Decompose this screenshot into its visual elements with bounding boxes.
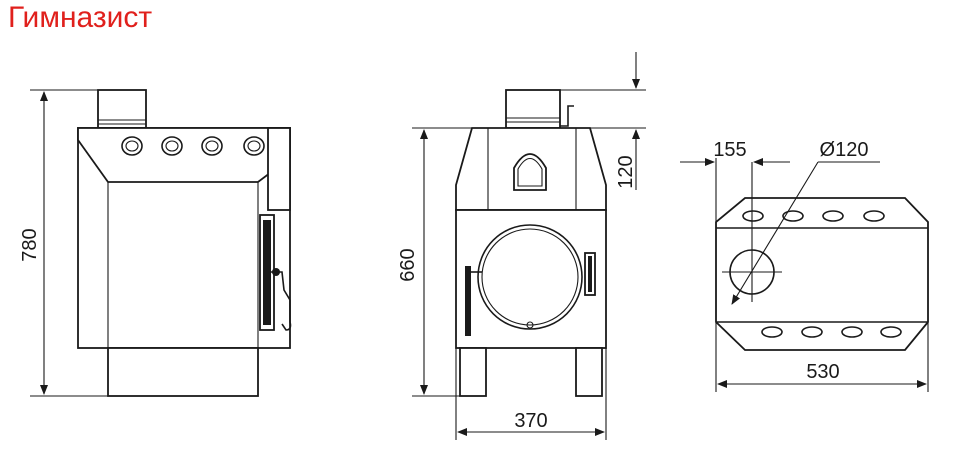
front-leg-right — [575, 347, 603, 397]
side-chimney — [97, 89, 147, 129]
product-title: Гимназист — [8, 1, 153, 34]
top-outline — [715, 197, 929, 351]
side-ash-box — [107, 347, 259, 397]
front-leg-left — [459, 347, 487, 397]
dim-top-width: 530 — [806, 361, 839, 383]
side-door-handle — [270, 271, 292, 331]
dim-front-top: 120 — [615, 155, 637, 188]
top-view — [680, 158, 929, 392]
dim-front-width: 370 — [514, 410, 547, 432]
front-view — [412, 52, 646, 440]
top-burners-lower — [761, 326, 902, 338]
side-view — [30, 89, 292, 397]
front-chimney-valve — [560, 105, 574, 127]
dim-side-height: 780 — [19, 228, 41, 261]
dim-top-diameter: Ø120 — [820, 139, 869, 161]
top-burners-upper — [742, 210, 885, 222]
side-burners — [121, 136, 265, 156]
front-door — [477, 224, 583, 330]
dim-front-height: 660 — [397, 248, 419, 281]
front-hinge — [465, 266, 471, 336]
dim-top-offset: 155 — [713, 139, 746, 161]
